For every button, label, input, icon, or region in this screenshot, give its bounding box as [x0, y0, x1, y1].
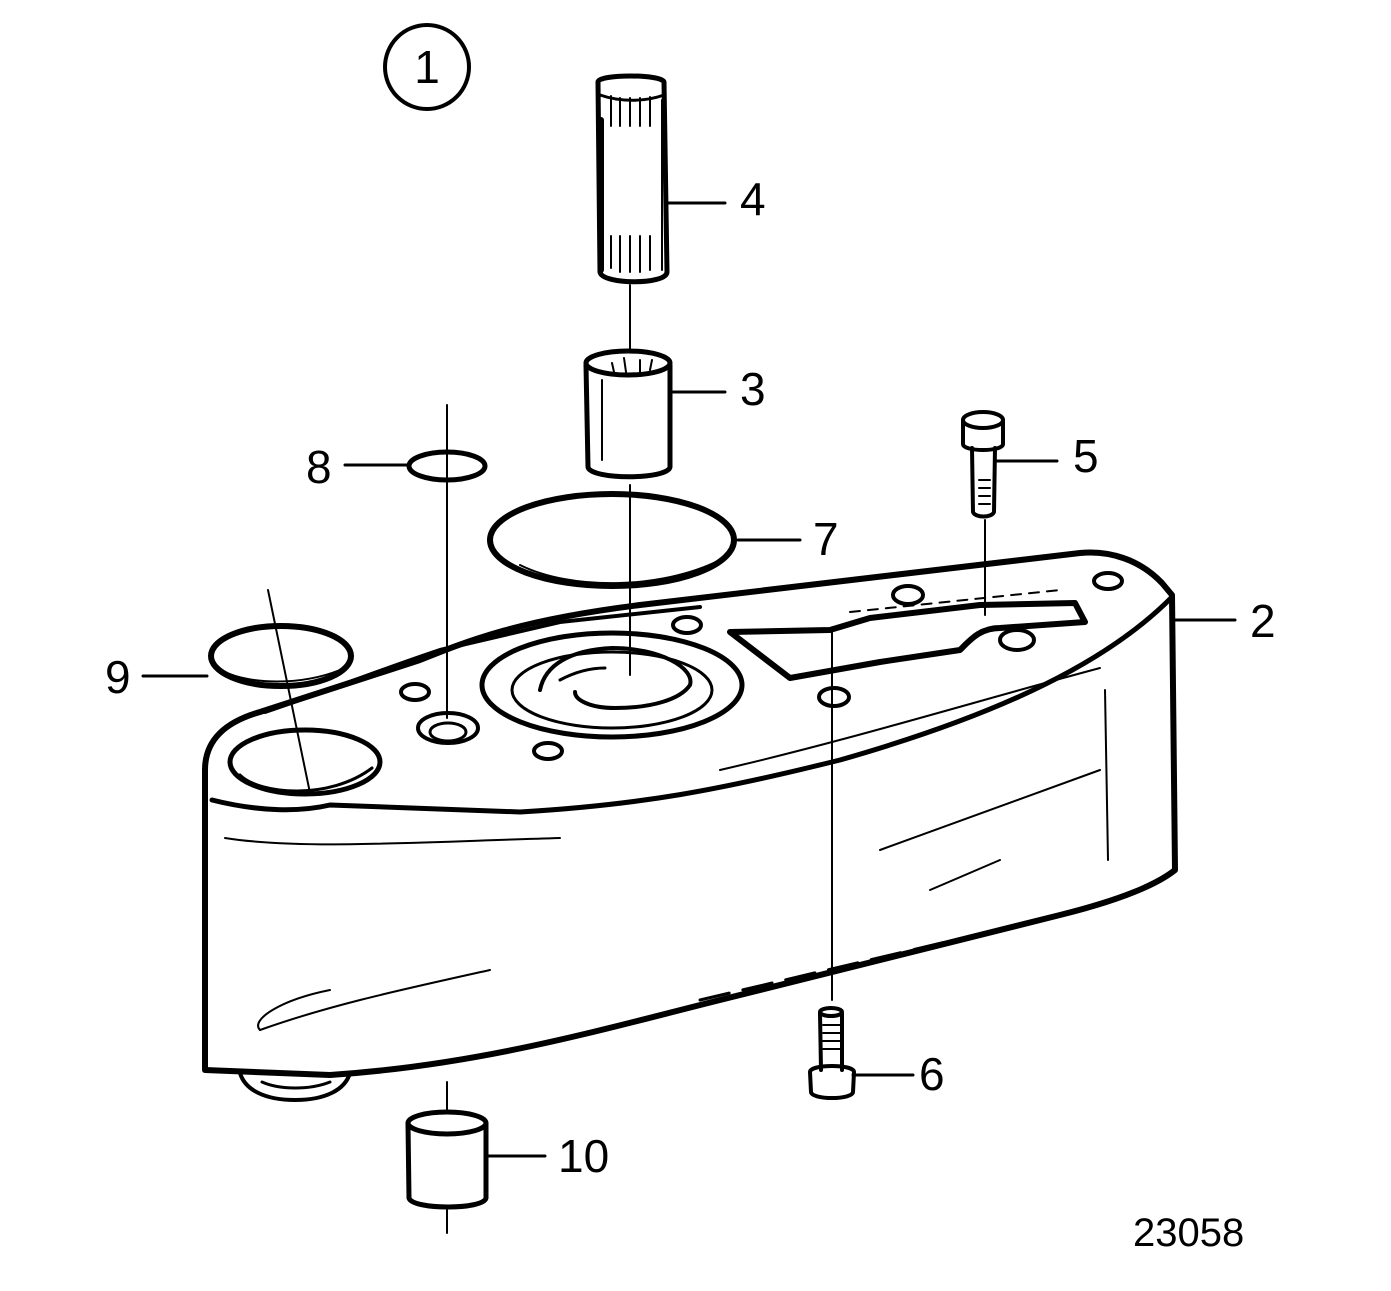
callout-label-3: 3	[740, 363, 766, 415]
bushing-part	[405, 1109, 489, 1210]
callout-label-4: 4	[740, 173, 766, 225]
socket-head-screw-bottom-part	[808, 1006, 856, 1100]
splined-shaft-part	[595, 73, 670, 285]
callout-label-7: 7	[813, 513, 839, 565]
axis-line-o-ring-9	[267, 589, 311, 794]
housing-part	[202, 549, 1178, 1078]
housing-bottom-boss	[238, 1071, 352, 1102]
coupling-sleeve-part	[583, 348, 673, 480]
callout-label-6: 6	[919, 1048, 945, 1100]
figure-reference-number: 23058	[1133, 1211, 1244, 1255]
o-ring-part	[208, 623, 354, 689]
callout-label-2: 2	[1250, 595, 1276, 647]
callout-label-10: 10	[558, 1130, 609, 1182]
socket-head-screw-top-part	[961, 410, 1005, 519]
callout-label-9: 9	[105, 651, 131, 703]
callout-label-5: 5	[1073, 430, 1099, 482]
callout-label-8: 8	[306, 441, 332, 493]
callout-labels: 4 3 5 7 8 9 2 6 10	[105, 173, 1276, 1182]
large-o-ring-part	[487, 491, 737, 589]
group-marker: 1	[383, 23, 471, 111]
leader-lines	[141, 201, 1237, 1158]
group-marker-label: 1	[414, 41, 440, 93]
